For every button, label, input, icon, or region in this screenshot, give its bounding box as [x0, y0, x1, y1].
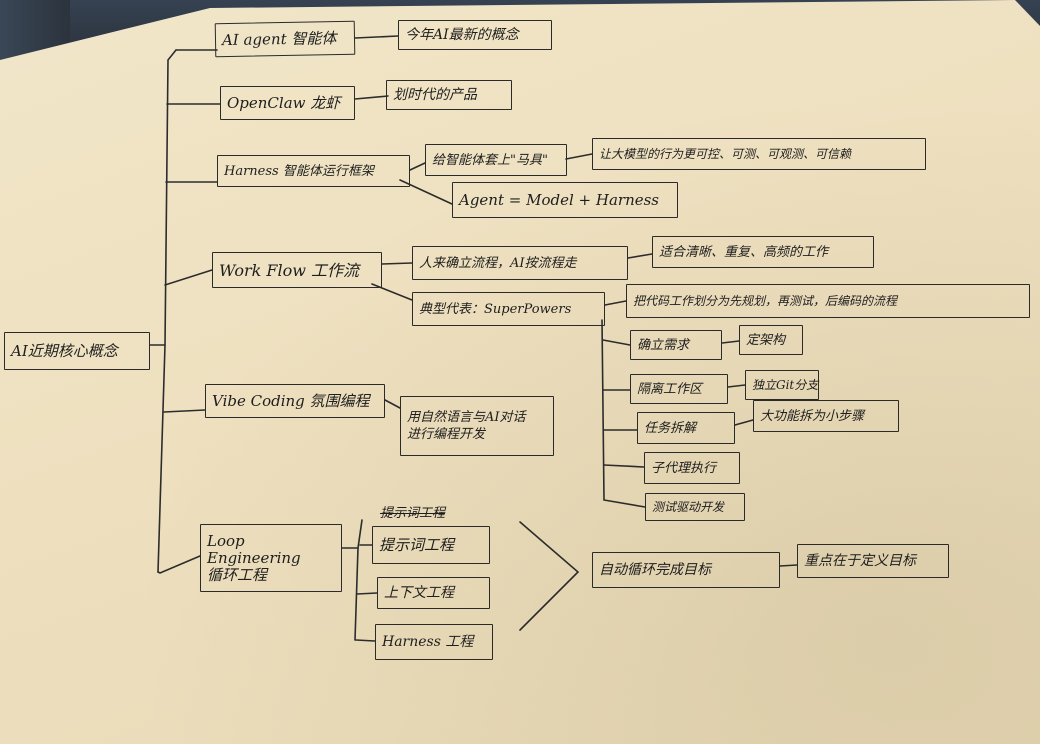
workflow-example-desc: 把代码工作划分为先规划，再测试，后编码的流程 — [626, 284, 1030, 318]
workflow-node: Work Flow 工作流 — [212, 252, 382, 288]
step-tdd: 测试驱动开发 — [645, 493, 745, 521]
loop-label-line1: Loop Engineering — [207, 531, 301, 567]
vibe-desc: 用自然语言与AI对话 进行编程开发 — [400, 396, 554, 456]
agent-note: 今年AI最新的概念 — [398, 20, 552, 50]
workflow-desc: 人来确立流程，AI按流程走 — [412, 246, 628, 280]
harness-metaphor: 给智能体套上"马具" — [425, 144, 567, 176]
loop-label-line2: 循环工程 — [207, 565, 268, 584]
vibe-node: Vibe Coding 氛围编程 — [205, 384, 385, 418]
vibe-desc-line2: 进行编程开发 — [407, 427, 486, 442]
loop-focus: 重点在于定义目标 — [797, 544, 949, 578]
harness-node: Harness 智能体运行框架 — [217, 155, 410, 187]
loop-item-prompt: 提示词工程 — [372, 526, 490, 564]
agent-node: AI agent 智能体 — [214, 20, 356, 58]
step-requirement-note: 定架构 — [739, 325, 803, 355]
workflow-example: 典型代表：SuperPowers — [412, 292, 605, 326]
harness-formula: Agent = Model + Harness — [452, 182, 678, 218]
vibe-desc-line1: 用自然语言与AI对话 — [407, 410, 526, 425]
openclaw-node: OpenClaw 龙虾 — [220, 86, 355, 120]
loop-result: 自动循环完成目标 — [592, 552, 780, 588]
loop-item-harness: Harness 工程 — [375, 624, 493, 660]
openclaw-note: 划时代的产品 — [386, 80, 512, 110]
loop-node: Loop Engineering 循环工程 — [200, 524, 342, 592]
step-workspace: 隔离工作区 — [630, 374, 728, 404]
loop-item-context: 上下文工程 — [377, 577, 490, 609]
step-subagent: 子代理执行 — [644, 452, 740, 484]
crossed-out-text: 提示词工程 — [380, 506, 446, 521]
root-node: AI近期核心概念 — [4, 332, 150, 370]
workflow-fit: 适合清晰、重复、高频的工作 — [652, 236, 874, 268]
step-breakdown-note: 大功能拆为小步骤 — [753, 400, 899, 432]
step-breakdown: 任务拆解 — [637, 412, 735, 444]
step-workspace-note: 独立Git分支 — [745, 370, 819, 400]
step-requirement: 确立需求 — [630, 330, 722, 360]
harness-goal: 让大模型的行为更可控、可测、可观测、可信赖 — [592, 138, 926, 170]
